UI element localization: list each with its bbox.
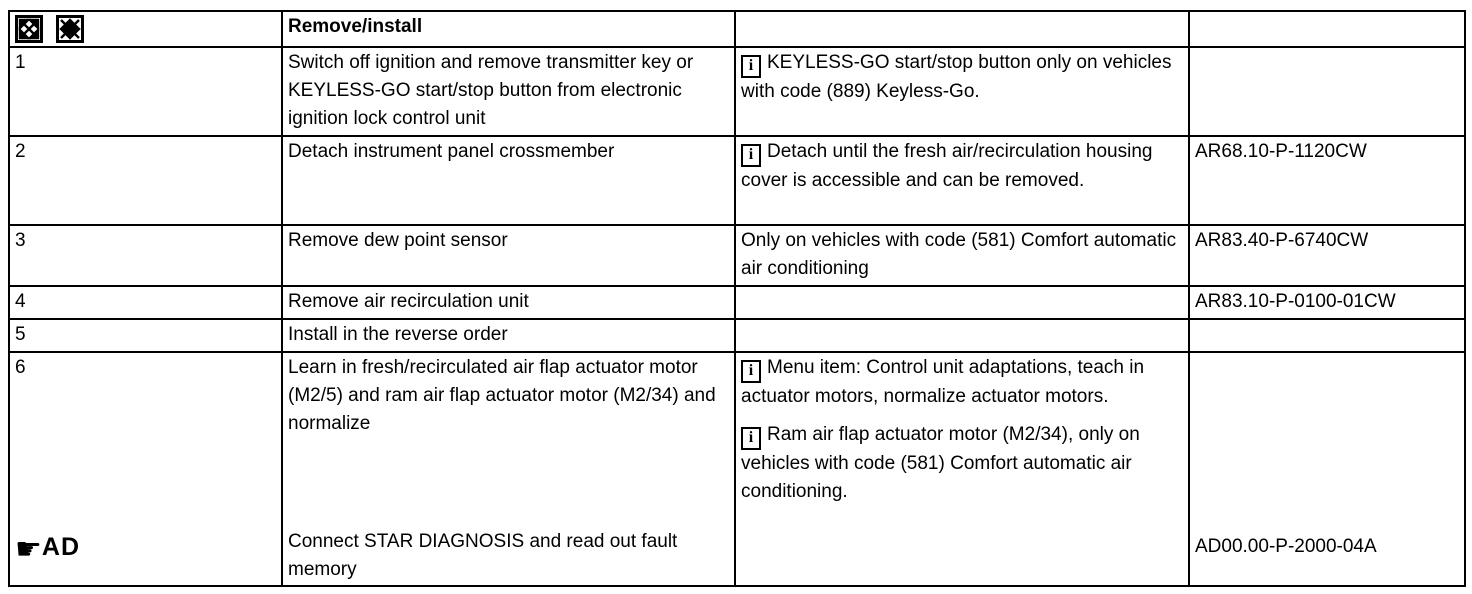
header-reference-cell	[1188, 10, 1466, 48]
action-cell: Switch off ignition and remove transmitt…	[281, 46, 736, 137]
pointing-hand-icon: ☛	[15, 533, 42, 566]
info-icon: i	[741, 55, 761, 78]
expand-icon[interactable]	[15, 15, 43, 43]
step-cell: 4	[8, 285, 283, 320]
reference-cell: AD00.00-P-2000-04A	[1188, 351, 1466, 587]
action-cell: Install in the reverse order	[281, 318, 736, 353]
table-row: 4 Remove air recirculation unit AR83.10-…	[8, 285, 1466, 320]
action-cell: Remove air recirculation unit	[281, 285, 736, 320]
table-row: 5 Install in the reverse order	[8, 318, 1466, 353]
note-cell	[734, 285, 1190, 320]
note-text: Only on vehicles with code (581) Comfort…	[741, 230, 1177, 279]
action-cell: Learn in fresh/recirculated air flap act…	[281, 351, 736, 587]
note-text: KEYLESS-GO start/stop button only on veh…	[741, 52, 1172, 102]
info-icon: i	[741, 360, 761, 383]
step-number: 6	[15, 357, 26, 378]
reference-cell: AR83.10-P-0100-01CW	[1188, 285, 1466, 320]
table-row: 1 Switch off ignition and remove transmi…	[8, 46, 1466, 137]
reference-cell: AR68.10-P-1120CW	[1188, 135, 1466, 226]
note-text: Detach until the fresh air/recirculation…	[741, 141, 1153, 191]
table-row: 6 ☛AD Learn in fresh/recirculated air fl…	[8, 351, 1466, 587]
sub-reference: AD00.00-P-2000-04A	[1195, 536, 1377, 557]
note-text: Menu item: Control unit adaptations, tea…	[741, 357, 1145, 407]
step-cell: 6 ☛AD	[8, 351, 283, 587]
collapse-icon[interactable]	[56, 15, 85, 43]
table-row: 3 Remove dew point sensor Only on vehicl…	[8, 224, 1466, 287]
reference-cell	[1188, 318, 1466, 353]
action-cell: Detach instrument panel crossmember	[281, 135, 736, 226]
action-text: Learn in fresh/recirculated air flap act…	[288, 357, 716, 434]
step-cell: 2	[8, 135, 283, 226]
step-cell: 1	[8, 46, 283, 137]
reference-cell	[1188, 46, 1466, 137]
step-cell: 5	[8, 318, 283, 353]
info-icon: i	[741, 427, 761, 450]
procedure-table: Remove/install 1 Switch off ignition and…	[8, 10, 1466, 587]
info-icon: i	[741, 144, 761, 167]
table-header-title: Remove/install	[281, 10, 736, 48]
table-header-row: Remove/install	[8, 10, 1466, 48]
star-diagnosis-marker: ☛AD	[15, 533, 80, 565]
note-cell: Only on vehicles with code (581) Comfort…	[734, 224, 1190, 287]
sub-action-text: Connect STAR DIAGNOSIS and read out faul…	[288, 531, 678, 580]
reference-cell: AR83.40-P-6740CW	[1188, 224, 1466, 287]
header-icons-cell	[8, 10, 283, 48]
note-text: Ram air flap actuator motor (M2/34), onl…	[741, 424, 1140, 502]
header-note-cell	[734, 10, 1190, 48]
note-cell	[734, 318, 1190, 353]
step-cell: 3	[8, 224, 283, 287]
ad-label: AD	[41, 533, 81, 561]
action-cell: Remove dew point sensor	[281, 224, 736, 287]
